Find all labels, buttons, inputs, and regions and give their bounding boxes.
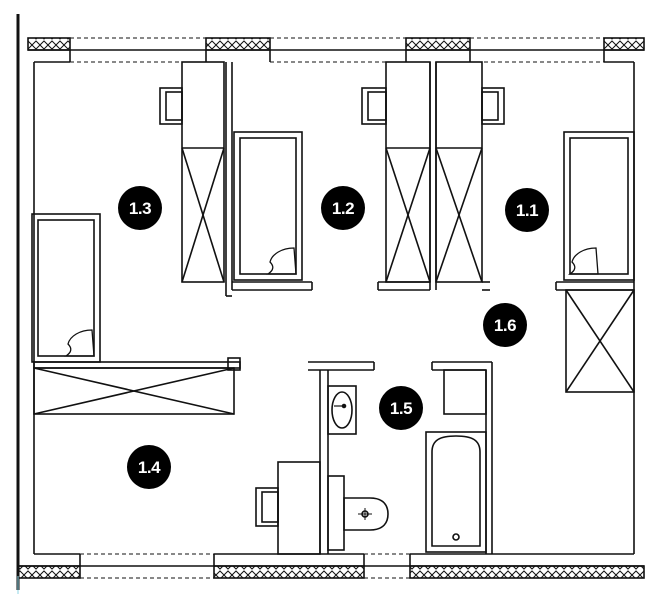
room-badge-1-5: 1.5	[379, 386, 423, 430]
desk-room-1-2	[361, 87, 387, 125]
toilet	[327, 475, 389, 551]
room-label-1-5: 1.5	[390, 399, 412, 418]
bed-room-1-1	[563, 131, 635, 281]
washing-machine-cabinet	[443, 369, 487, 415]
bed-room-1-3	[31, 213, 101, 363]
wardrobe-hall	[565, 289, 635, 393]
room-label-1-4: 1.4	[138, 458, 161, 477]
bathtub	[425, 431, 487, 553]
wardrobe-room-1-3	[181, 61, 225, 283]
room-badge-1-2: 1.2	[321, 186, 365, 230]
top-exterior-wall	[27, 37, 645, 63]
room-label-1-6: 1.6	[494, 316, 516, 335]
room-badge-1-1: 1.1	[505, 188, 549, 232]
bottom-exterior-wall	[17, 553, 645, 579]
room-badge-1-4: 1.4	[127, 445, 171, 489]
desk-room-1-4	[255, 461, 321, 555]
sink	[327, 385, 357, 435]
room-badge-1-6: 1.6	[483, 303, 527, 347]
room-label-1-2: 1.2	[332, 199, 354, 218]
room-badge-1-3: 1.3	[118, 186, 162, 230]
room-label-1-1: 1.1	[516, 201, 538, 220]
wardrobe-room-1-1	[435, 61, 483, 283]
bed-room-1-2	[233, 131, 303, 281]
room-label-1-3: 1.3	[129, 199, 151, 218]
wardrobe-horizontal	[33, 357, 241, 415]
desk-room-1-1	[481, 87, 505, 125]
desk-room-1-3	[159, 87, 183, 125]
outer-boundary	[33, 61, 635, 555]
wardrobe-room-1-2-left	[385, 61, 431, 283]
